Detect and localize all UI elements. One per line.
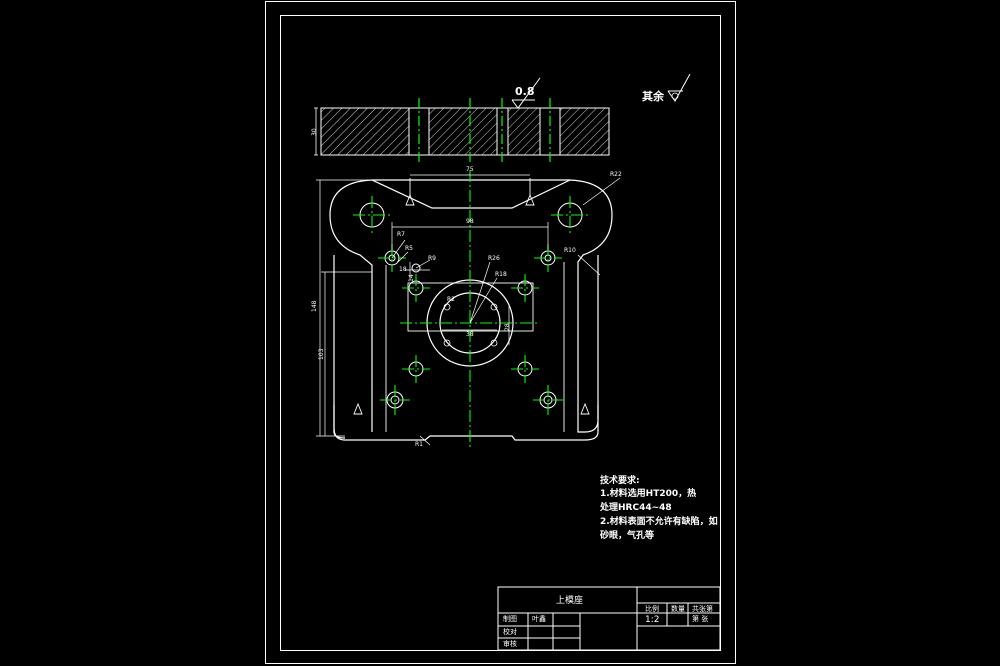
dimension-lines [316, 174, 621, 446]
title-scale-label: 比例 [645, 605, 659, 613]
dim-hole-spacing: 98 [466, 218, 474, 225]
title-qty-label: 数量 [671, 605, 685, 613]
section-view [314, 73, 691, 165]
tech-req-line3: 2.材料表面不允许有缺陷，如 [600, 517, 718, 527]
dim-28: 28 [504, 323, 511, 331]
other-finish-label: 其余 [642, 90, 664, 103]
center-lines [353, 170, 589, 450]
title-block-lines [497, 586, 721, 651]
bolt-holes [359, 202, 583, 409]
dim-thickness: 30 [311, 128, 318, 136]
tech-req-line1: 1.材料选用HT200，热 [600, 489, 697, 499]
title-approved-label: 审核 [503, 640, 517, 648]
dim-r5: R5 [405, 245, 413, 252]
dim-inner-height: 103 [318, 348, 325, 360]
dim-r1: R1 [415, 441, 423, 448]
dim-38: 38 [466, 331, 474, 338]
title-sheet-label: 共张第 [692, 605, 713, 613]
surface-finish-value: 0.8 [515, 85, 535, 98]
tech-req-line2: 处理HRC44~48 [600, 503, 672, 513]
dim-r22: R22 [610, 171, 622, 178]
title-part-name: 上模座 [556, 596, 584, 606]
title-drawn-name: 叶鑫 [532, 615, 546, 623]
dim-r7: R7 [397, 231, 405, 238]
dim-top-width: 75 [466, 166, 474, 173]
sheet-border-outer [265, 1, 736, 664]
dim-r10: R10 [564, 247, 576, 254]
tech-req-line4: 砂眼，气孔等 [600, 531, 655, 541]
plan-view [329, 178, 613, 441]
dim-18: 18 [399, 266, 407, 273]
title-scale-value: 1:2 [645, 615, 660, 625]
dim-r2: R2 [447, 296, 455, 303]
dim-r26: R26 [488, 255, 500, 262]
title-drawn-label: 制图 [503, 615, 517, 623]
dim-14: 14 [408, 274, 415, 282]
dim-r18: R18 [495, 271, 507, 278]
tech-req-title: 技术要求: [600, 476, 640, 486]
dim-overall-height: 148 [311, 300, 318, 312]
title-checked-label: 校对 [503, 628, 517, 636]
title-sheet-label2: 第 张 [692, 615, 709, 623]
dim-r9: R9 [428, 255, 436, 262]
